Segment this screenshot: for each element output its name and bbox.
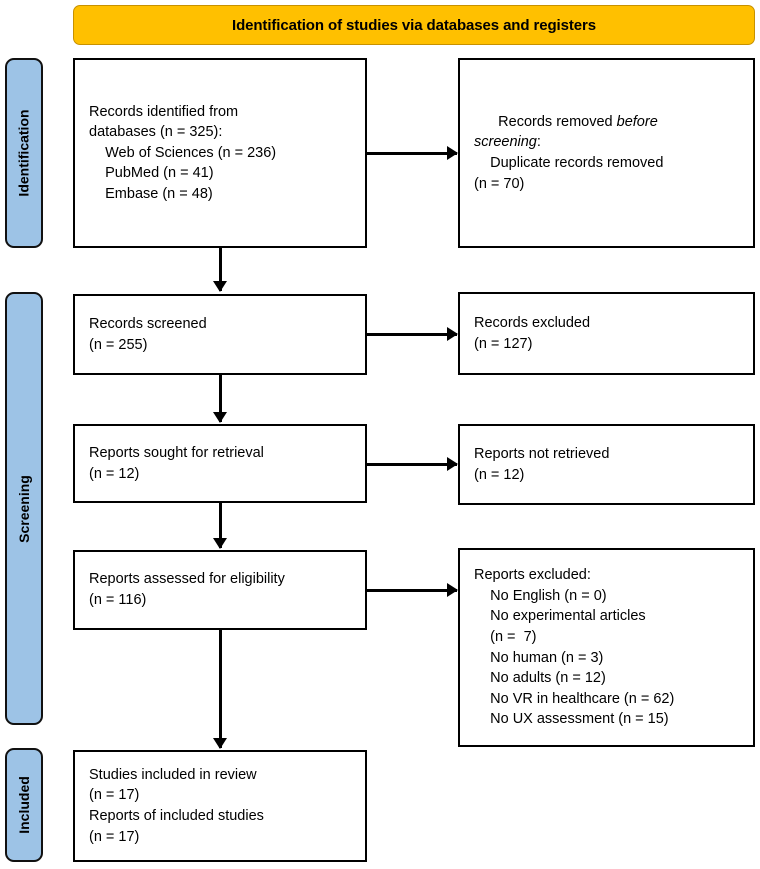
box-records-removed: Records removed before screening: Duplica… [458,58,755,248]
stage-bar-included: Included [5,748,43,862]
box-records-identified-text: Records identified from databases (n = 3… [89,103,277,202]
box-records-screened: Records screened (n = 255) [73,294,367,375]
box-reports-excluded: Reports excluded: No English (n = 0) No … [458,548,755,747]
box-reports-assessed: Reports assessed for eligibility (n = 11… [73,550,367,630]
box-studies-included-text: Studies included in review (n = 17) Repo… [89,766,264,845]
box-studies-included: Studies included in review (n = 17) Repo… [73,750,367,862]
box-reports-not-retrieved-text: Reports not retrieved (n = 12) [474,445,610,483]
records-removed-screening-italic: screening [474,134,537,151]
connector-identified-to-screened [219,248,222,291]
records-removed-colon: : [536,134,541,151]
connector-identified-to-removed [367,152,457,155]
connector-sought-to-not-retrieved [367,463,457,466]
stage-bar-screening-label: Screening [16,474,33,543]
connector-sought-to-assessed [219,503,222,548]
box-reports-not-retrieved: Reports not retrieved (n = 12) [458,424,755,505]
box-records-removed-text: Records removed before screening: Duplica… [460,91,671,214]
connector-assessed-to-included [219,630,222,748]
stage-bar-identification-label: Identification [16,109,32,197]
box-records-excluded-text: Records excluded (n = 127) [474,314,591,352]
connector-assessed-to-excluded [367,589,457,592]
stage-bar-identification: Identification [5,58,43,248]
box-reports-sought-text: Reports sought for retrieval (n = 12) [89,444,264,482]
connector-screened-to-excluded [367,333,457,336]
box-reports-excluded-text: Reports excluded: No English (n = 0) No … [474,567,675,728]
phase-banner-identification: Identification of studies via databases … [73,5,755,45]
records-removed-rest: Duplicate records removed (n = 70) [474,155,664,192]
records-removed-before-italic: before [616,113,658,130]
stage-bar-screening: Screening [5,292,43,725]
box-reports-sought: Reports sought for retrieval (n = 12) [73,424,367,503]
box-records-identified: Records identified from databases (n = 3… [73,58,367,248]
phase-banner-label: Identification of studies via databases … [232,16,596,34]
box-records-screened-text: Records screened (n = 255) [89,315,207,353]
connector-screened-to-sought [219,375,222,422]
box-records-excluded: Records excluded (n = 127) [458,292,755,375]
stage-bar-included-label: Included [16,776,32,834]
records-removed-line1-prefix: Records removed [498,113,617,130]
box-reports-assessed-text: Reports assessed for eligibility (n = 11… [89,571,285,608]
